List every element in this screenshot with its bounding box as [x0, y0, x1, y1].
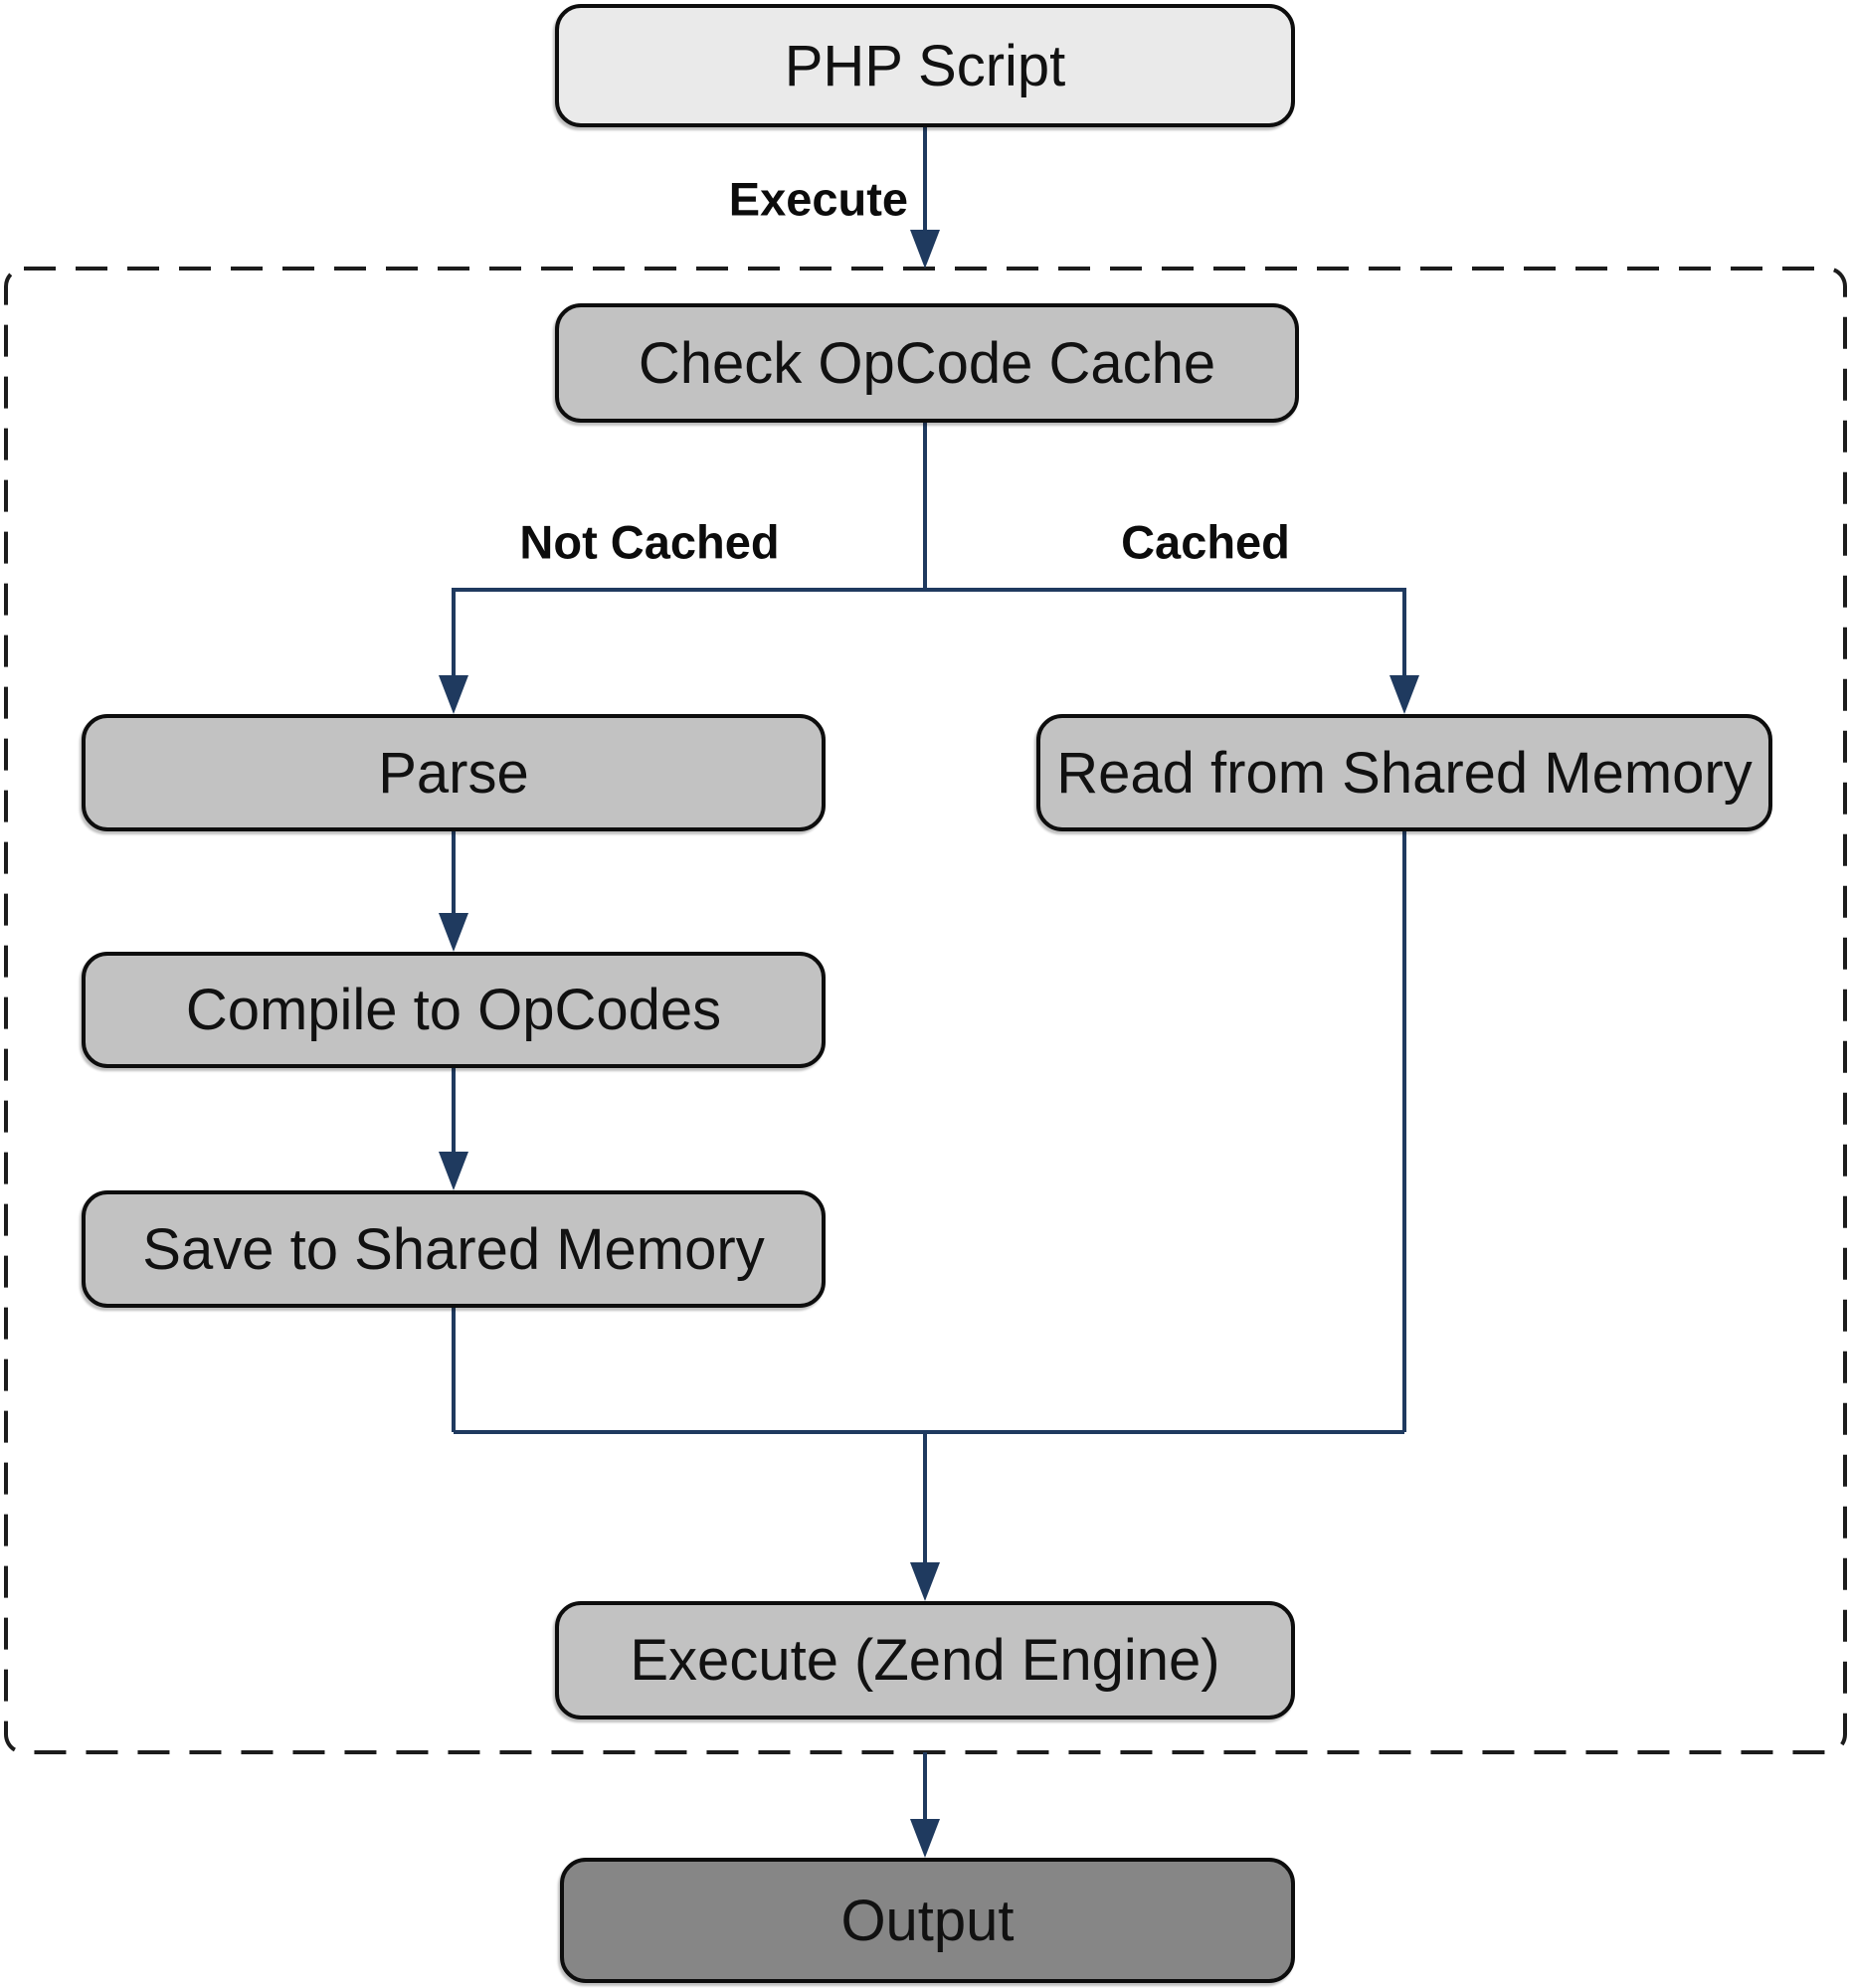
arrow-merge-to-execute	[910, 1430, 940, 1601]
node-compile-opcodes-label: Compile to OpCodes	[185, 978, 722, 1042]
node-php-script-label: PHP Script	[784, 33, 1066, 98]
edge-label-cached: Cached	[1121, 515, 1290, 569]
node-output-label: Output	[840, 1888, 1015, 1953]
arrow-not-cached-to-parse	[439, 588, 468, 714]
node-compile-opcodes: Compile to OpCodes	[82, 952, 826, 1068]
arrow-php-script-to-check-cache	[910, 127, 940, 269]
edge-label-execute: Execute	[728, 172, 908, 226]
branch-split-lines	[454, 423, 1404, 592]
node-output: Output	[560, 1858, 1295, 1983]
node-save-shared-memory: Save to Shared Memory	[82, 1190, 826, 1308]
node-execute-zend-engine: Execute (Zend Engine)	[555, 1601, 1295, 1719]
node-check-opcode-cache-label: Check OpCode Cache	[638, 330, 1216, 396]
arrow-cached-to-read	[1389, 588, 1419, 714]
arrow-compile-to-save	[439, 1068, 468, 1190]
node-parse: Parse	[82, 714, 826, 831]
node-parse-label: Parse	[378, 740, 529, 806]
node-save-shared-memory-label: Save to Shared Memory	[142, 1216, 765, 1282]
node-read-shared-memory: Read from Shared Memory	[1036, 714, 1772, 831]
arrow-execute-to-output	[910, 1752, 940, 1858]
node-php-script: PHP Script	[555, 4, 1295, 127]
arrow-parse-to-compile	[439, 831, 468, 952]
merge-lines	[452, 831, 1406, 1434]
node-execute-zend-engine-label: Execute (Zend Engine)	[630, 1628, 1220, 1693]
node-check-opcode-cache: Check OpCode Cache	[555, 303, 1299, 423]
edge-label-not-cached: Not Cached	[519, 515, 780, 569]
node-read-shared-memory-label: Read from Shared Memory	[1056, 740, 1753, 806]
